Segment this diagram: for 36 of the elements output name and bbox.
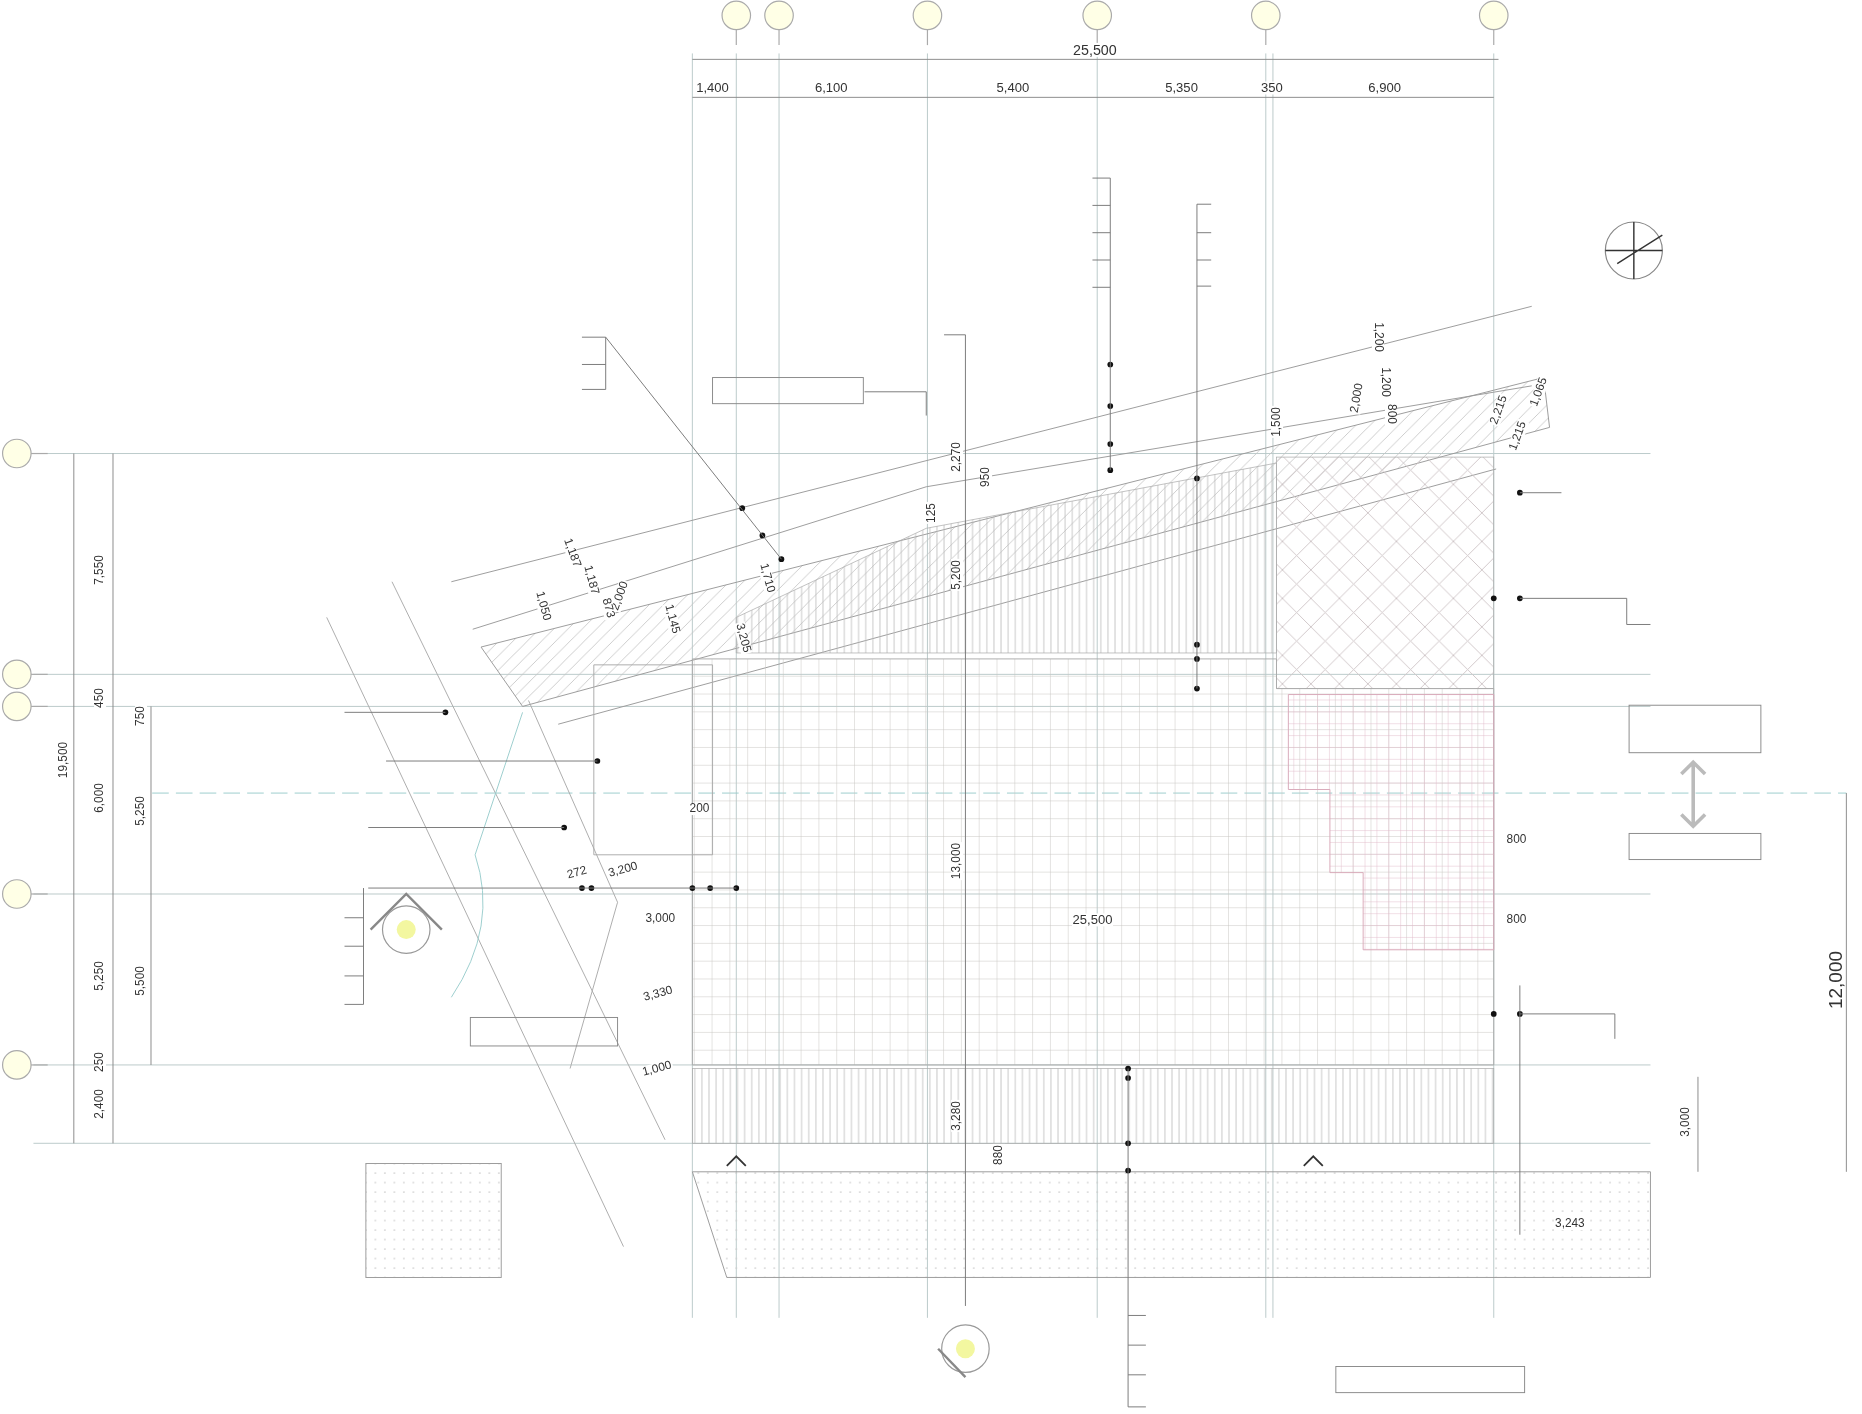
dimension-label: 7,550: [93, 554, 106, 586]
dimension-label: 3,330: [641, 984, 675, 1004]
dimension-label: 5,250: [135, 795, 148, 827]
dimension-label: 950: [979, 466, 992, 489]
dimension-label: 800: [1505, 833, 1528, 846]
dimension-label: 25,500: [1071, 913, 1114, 927]
dimension-label: 19,500: [58, 740, 71, 780]
dimension-label: 6,100: [813, 81, 849, 95]
dimension-label: 250: [93, 1050, 106, 1073]
dimension-label: 1,200: [1378, 366, 1391, 399]
dimension-label: 13,000: [951, 841, 964, 881]
dimension-label: 5,200: [951, 558, 964, 591]
dimension-label: 350: [1259, 81, 1284, 95]
dimension-label: 880: [992, 1144, 1005, 1167]
dimension-label: 5,250: [93, 960, 106, 992]
dimension-label: 5,500: [135, 965, 148, 997]
dimension-label: 2,000: [1348, 381, 1366, 415]
dimension-label: 272: [565, 864, 590, 882]
dimension-label: 2,270: [951, 441, 964, 474]
dimension-label: 2,400: [93, 1088, 106, 1121]
dimension-label: 750: [135, 705, 148, 727]
dimension-label: 5,350: [1164, 81, 1199, 95]
dimension-label: 6,000: [93, 782, 106, 814]
dimension-label: 1,400: [695, 81, 730, 95]
dimension-label: 25,500: [1072, 42, 1118, 57]
dimension-label: 6,900: [1367, 81, 1402, 95]
dimension-label: 3,000: [1680, 1106, 1693, 1139]
dimension-label: 450: [93, 687, 106, 710]
dimension-label: 1,500: [1270, 405, 1283, 438]
dimension-label: 1,200: [1371, 321, 1384, 354]
dimension-label: 800: [1384, 403, 1397, 426]
dimension-label: 5,400: [995, 81, 1031, 95]
dimension-label: 1,000: [639, 1058, 674, 1079]
dimension-label: 3,243: [1554, 1218, 1586, 1231]
dimension-label: 3,000: [644, 913, 677, 926]
dimension-label: 3,280: [951, 1100, 964, 1133]
